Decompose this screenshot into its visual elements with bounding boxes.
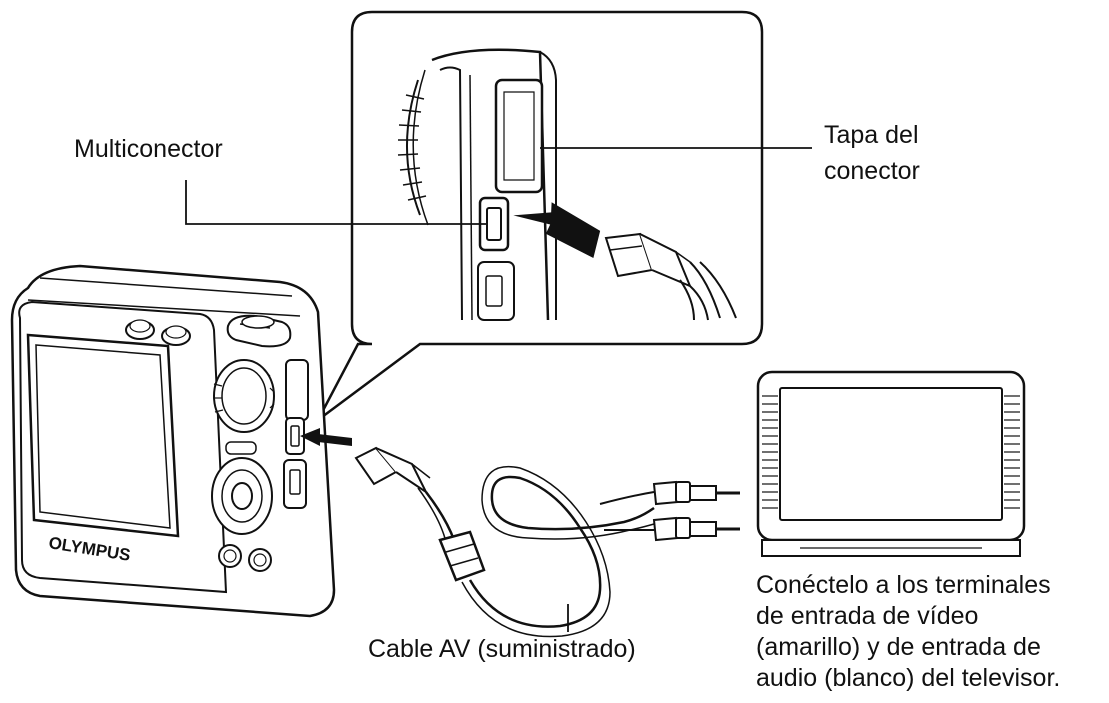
label-tv-note-line4: audio (blanco) del televisor. (756, 664, 1061, 692)
label-tv-note-line2: de entrada de vídeo (756, 602, 979, 630)
magnified-camera-side (397, 48, 557, 321)
label-tv-note-line1: Conéctelo a los terminales (756, 571, 1051, 599)
label-av-cable: Cable AV (suministrado) (368, 635, 636, 663)
television (756, 370, 1026, 557)
camera-side-ports (283, 359, 309, 509)
plug-in-arrow-small (300, 428, 352, 446)
label-connector-cover-line2: conector (824, 157, 920, 185)
av-cable (354, 446, 740, 638)
camera-control-pad (211, 441, 273, 572)
camera-top-buttons (125, 314, 292, 348)
camera-lcd-screen (26, 333, 180, 538)
leader-lines (185, 147, 812, 632)
label-multiconnector: Multiconector (74, 135, 223, 163)
camera-mode-dial (213, 359, 275, 433)
label-tv-note-line3: (amarillo) y de entrada de (756, 633, 1041, 661)
magnified-usb-plug (604, 232, 737, 321)
leader-multiconnector (185, 180, 486, 225)
plug-in-arrow-large (513, 202, 601, 258)
label-connector-cover-line1: Tapa del (824, 121, 919, 149)
